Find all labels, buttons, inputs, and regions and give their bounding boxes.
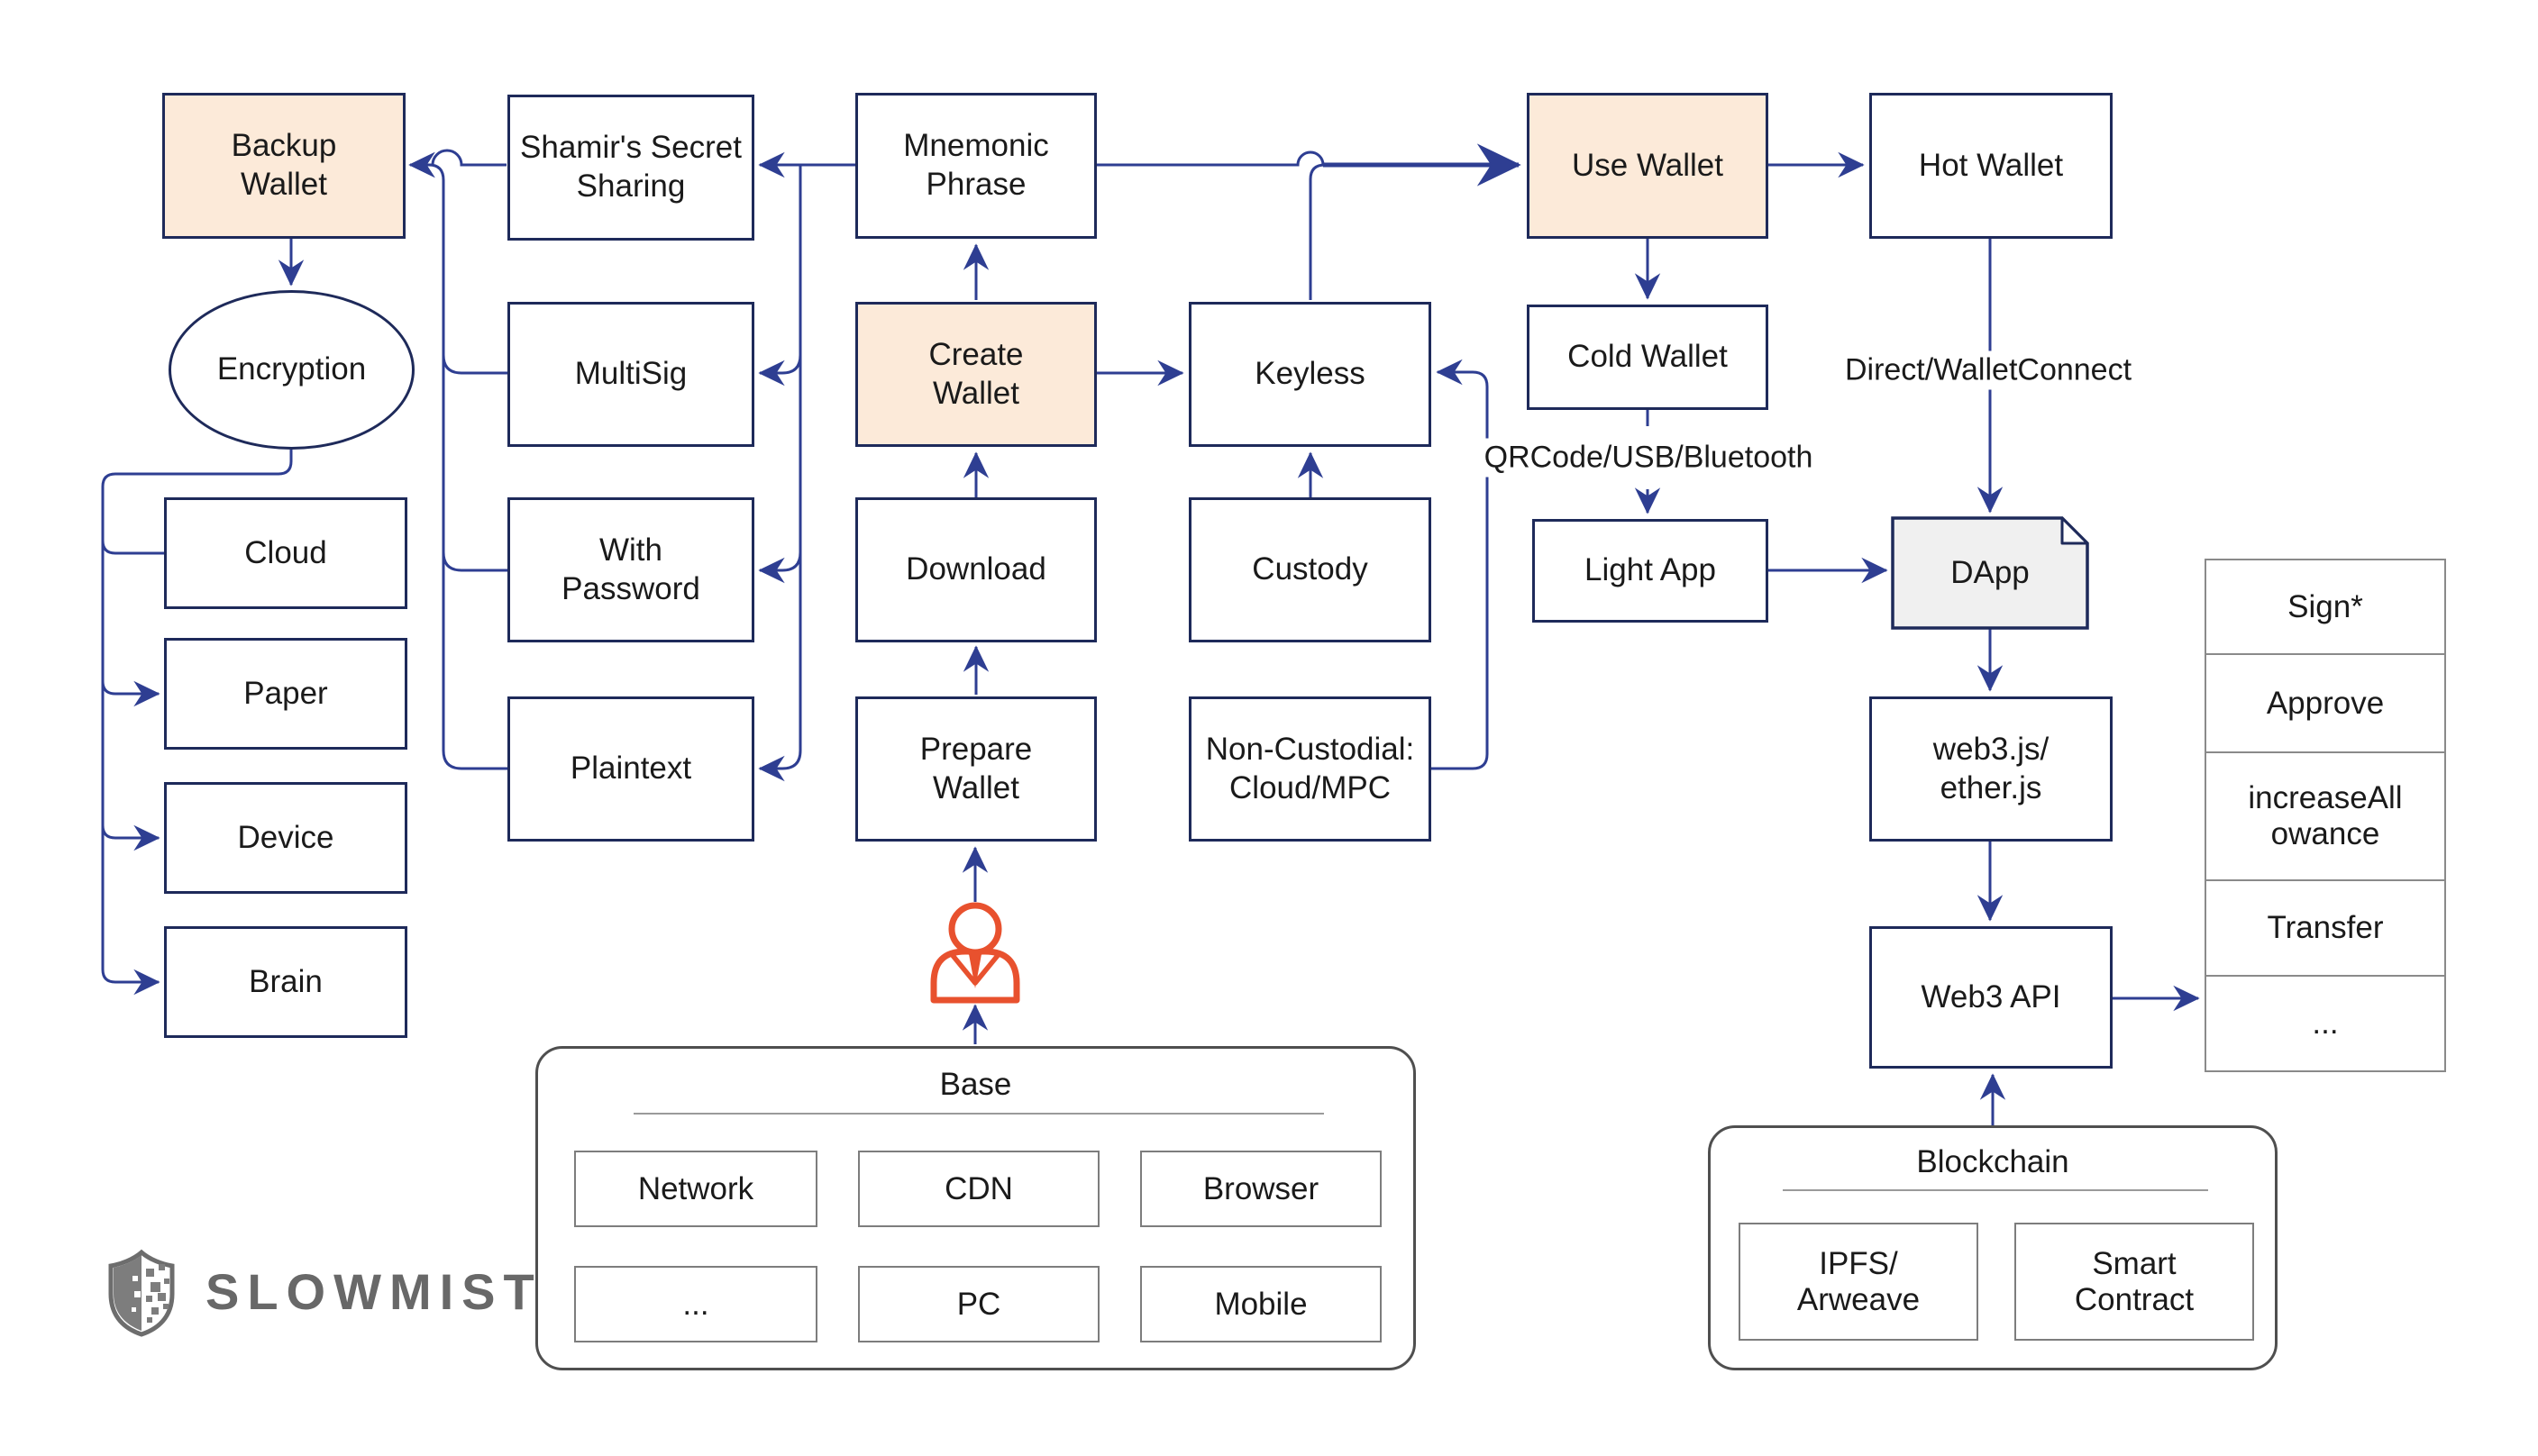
node-label: Paper — [243, 675, 328, 711]
node-with-password: With Password — [507, 497, 754, 642]
node-label: Encryption — [216, 351, 367, 387]
node-label: Shamir's Secret Sharing — [520, 130, 742, 204]
base-group-divider — [634, 1113, 1324, 1115]
node-brain: Brain — [164, 926, 407, 1038]
node-label: Plaintext — [570, 751, 692, 787]
base-item-network: Network — [574, 1151, 817, 1227]
node-label: Prepare Wallet — [919, 731, 1033, 805]
node-cold-wallet: Cold Wallet — [1527, 305, 1768, 410]
node-hot-wallet: Hot Wallet — [1869, 93, 2113, 239]
node-label: Use Wallet — [1572, 147, 1723, 183]
blockchain-item-ipfs-arweave: IPFS/​Arweave — [1739, 1223, 1978, 1341]
blockchain-group-divider — [1783, 1189, 2208, 1191]
shield-icon — [108, 1249, 175, 1337]
node-label: Brain — [249, 963, 323, 999]
stack-item-increase-allowance: increaseAllowance — [2205, 751, 2446, 881]
node-use-wallet: Use Wallet — [1527, 93, 1768, 239]
stack-item-sign: Sign* — [2205, 559, 2446, 655]
node-label: Keyless — [1255, 356, 1365, 392]
node-download: Download — [855, 497, 1097, 642]
blockchain-group-title: Blockchain — [1916, 1144, 2069, 1179]
node-light-app: Light App — [1532, 519, 1768, 623]
node-label: Cold Wallet — [1567, 339, 1728, 375]
edge-label-qrcode-usb-bluetooth: QRCode/USB/Bluetooth — [1476, 438, 1821, 478]
node-label: Hot Wallet — [1918, 147, 2064, 183]
base-item-pc: PC — [858, 1266, 1100, 1342]
node-label: Backup Wallet — [231, 128, 337, 202]
node-label: Device — [237, 819, 334, 855]
node-web3-api: Web3 API — [1869, 926, 2113, 1069]
node-label: With Password — [561, 532, 700, 606]
blockchain-group: Blockchain IPFS/​Arweave Smart Contract — [1708, 1125, 2278, 1370]
node-label: Create Wallet — [928, 336, 1024, 411]
node-label: MultiSig — [574, 356, 688, 392]
node-label: DApp — [1950, 555, 2030, 590]
dapp-document-shape — [1891, 516, 2089, 630]
node-non-custodial: Non-Custodial: Cloud/MPC — [1189, 696, 1431, 842]
node-backup-wallet: Backup Wallet — [162, 93, 406, 239]
node-label: Web3 API — [1921, 978, 2061, 1015]
edge-label-direct-walletconnect: Direct/WalletConnect — [1837, 350, 2140, 390]
base-group: Base Network CDN Browser ... PC Mobile — [535, 1046, 1416, 1370]
node-device: Device — [164, 782, 407, 894]
person-icon — [930, 902, 1020, 1004]
slowmist-wordmark: SLOWMIST — [205, 1263, 543, 1320]
node-label: Download — [906, 551, 1046, 587]
node-web3js-etherjs: web3.js/​ether.js — [1869, 696, 2113, 842]
node-label: web3.js/​ether.js — [1932, 731, 2050, 805]
base-item-browser: Browser — [1140, 1151, 1382, 1227]
node-mnemonic-phrase: Mnemonic Phrase — [855, 93, 1097, 239]
node-dapp: DApp — [1893, 518, 2087, 628]
node-label: Custody — [1252, 551, 1368, 587]
base-item-cdn: CDN — [858, 1151, 1100, 1227]
node-prepare-wallet: Prepare Wallet — [855, 696, 1097, 842]
node-multisig: MultiSig — [507, 302, 754, 447]
blockchain-item-smart-contract: Smart Contract — [2014, 1223, 2254, 1341]
stack-item-more: ... — [2205, 975, 2446, 1072]
node-encryption: Encryption — [169, 290, 415, 450]
stack-item-approve: Approve — [2205, 653, 2446, 753]
node-shamir-secret-sharing: Shamir's Secret Sharing — [507, 95, 754, 241]
node-label: Mnemonic Phrase — [903, 128, 1049, 202]
node-paper: Paper — [164, 638, 407, 750]
node-keyless: Keyless — [1189, 302, 1431, 447]
node-label: Non-Custodial: Cloud/MPC — [1205, 731, 1415, 805]
node-label: Cloud — [244, 534, 327, 570]
base-item-more: ... — [574, 1266, 817, 1342]
base-item-mobile: Mobile — [1140, 1266, 1382, 1342]
base-group-title: Base — [939, 1067, 1012, 1102]
node-custody: Custody — [1189, 497, 1431, 642]
node-label: Light App — [1584, 552, 1716, 588]
stack-item-transfer: Transfer — [2205, 879, 2446, 977]
node-plaintext: Plaintext — [507, 696, 754, 842]
node-cloud: Cloud — [164, 497, 407, 609]
node-create-wallet: Create Wallet — [855, 302, 1097, 447]
